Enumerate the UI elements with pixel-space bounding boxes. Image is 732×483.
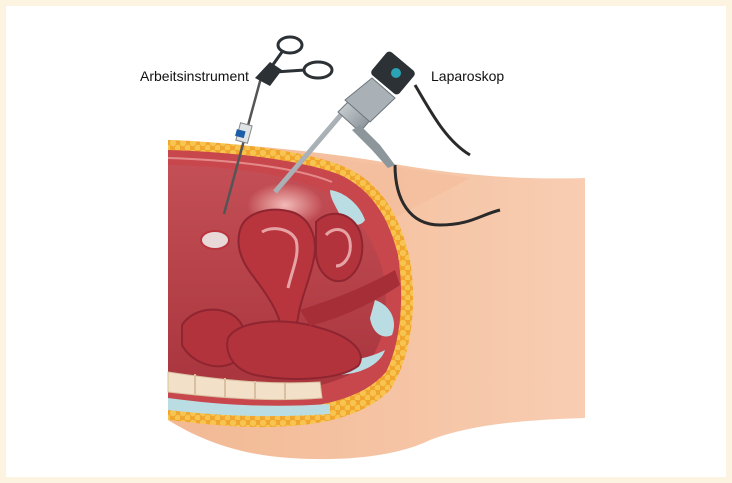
ovary <box>201 231 229 249</box>
label-arbeitsinstrument: Arbeitsinstrument <box>140 68 249 84</box>
bladder <box>316 214 362 281</box>
camera-cable <box>415 85 470 155</box>
label-laparoskop: Laparoskop <box>431 68 504 84</box>
